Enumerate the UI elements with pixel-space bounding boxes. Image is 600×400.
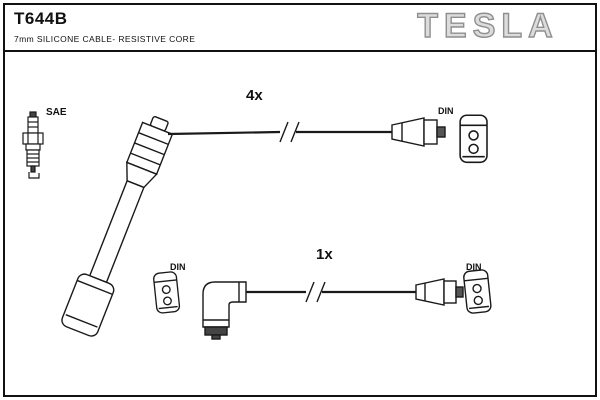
spark-plug-icon: [22, 111, 44, 179]
part-number: T644B: [14, 9, 68, 28]
straight-connector-1x: [415, 278, 464, 306]
quantity-4x-label: 4x: [246, 87, 263, 104]
cable-1x-line: [246, 281, 416, 303]
sae-label: SAE: [46, 107, 67, 118]
header-divider: [3, 50, 597, 52]
din-connector-icon-top: [459, 114, 488, 164]
quantity-1x-label: 1x: [316, 246, 333, 263]
din-label-top: DIN: [438, 106, 454, 116]
cable-break-icon: [279, 121, 300, 143]
din-connector-icon-right: [462, 268, 493, 315]
brand-logo-text: TESLA: [417, 7, 558, 45]
straight-connector-4x: [391, 117, 446, 147]
cable-spec-subtitle: 7mm SILICONE CABLE- RESISTIVE CORE: [14, 34, 196, 44]
din-label-bottom-left: DIN: [170, 262, 186, 272]
din-label-bottom-right: DIN: [466, 262, 482, 272]
brand-logo: TESLA: [417, 6, 558, 45]
din-connector-icon-left: [152, 270, 181, 315]
coil-boot-drawing: [61, 115, 174, 337]
cable-break-icon: [305, 281, 326, 303]
cable-4x-line: [167, 121, 392, 143]
angled-boot-1x: [202, 281, 247, 340]
